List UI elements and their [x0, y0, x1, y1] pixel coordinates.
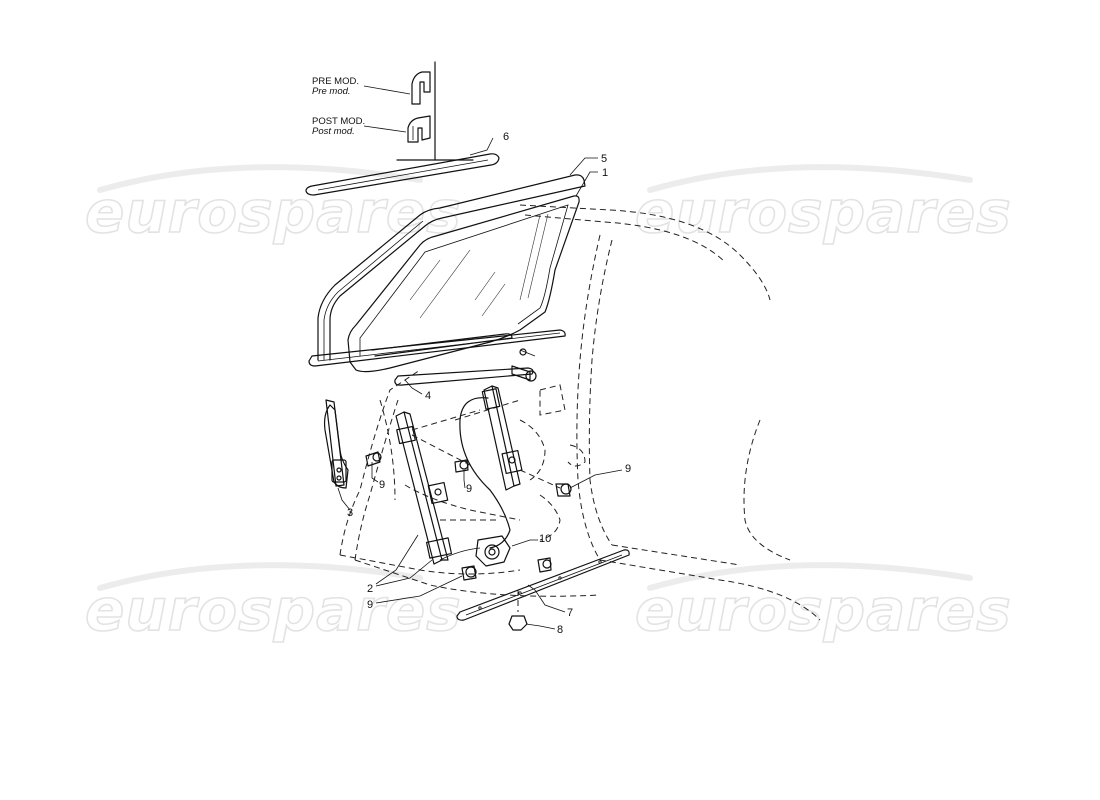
pre-mod-sublabel: Pre mod. — [312, 86, 351, 97]
callout-9-mid: 9 — [466, 483, 472, 495]
callout-6: 6 — [503, 131, 509, 143]
watermark-bottom-left: eurospares — [84, 562, 462, 645]
bolt-9-mid — [454, 459, 469, 473]
watermark-top-left: eurospares — [84, 164, 462, 247]
callout-10: 10 — [539, 533, 551, 545]
callout-1: 1 — [602, 167, 608, 179]
part-3-front-bracket — [323, 399, 349, 489]
mod-legend: PRE MOD. Pre mod. POST MOD. Post mod. — [312, 61, 474, 161]
part-5-window-channel — [317, 174, 586, 361]
callout-9-bottom: 9 — [367, 599, 373, 611]
bolt-9-bottom — [461, 565, 477, 581]
watermark-bottom-right: eurospares — [634, 562, 1012, 645]
bolt-10 — [537, 557, 552, 573]
post-mod-profile-icon — [407, 115, 431, 143]
leader-lines — [337, 137, 623, 630]
watermark-top-right: eurospares — [634, 164, 1012, 247]
part-4-belt-strip — [308, 329, 566, 386]
post-mod-sublabel: Post mod. — [312, 126, 355, 137]
bolt-top — [511, 365, 537, 382]
callout-8: 8 — [557, 624, 563, 636]
bolt-9-right — [555, 483, 572, 497]
svg-text:eurospares: eurospares — [85, 576, 462, 644]
callout-3: 3 — [347, 507, 353, 519]
svg-text:eurospares: eurospares — [635, 576, 1012, 644]
part-1-window-glass — [347, 195, 580, 373]
pre-mod-profile-icon — [411, 71, 431, 105]
regulator-motor — [475, 535, 511, 567]
svg-text:eurospares: eurospares — [85, 178, 462, 246]
callout-7: 7 — [567, 607, 573, 619]
callout-4: 4 — [425, 390, 431, 402]
post-mod-label: POST MOD. — [312, 116, 365, 127]
part-8-nut — [508, 590, 528, 631]
part-6-upper-seal — [305, 153, 500, 196]
part-2-window-regulator — [395, 385, 561, 567]
callout-2: 2 — [367, 583, 373, 595]
callout-9-right: 9 — [625, 463, 631, 475]
callout-9-left: 9 — [379, 479, 385, 491]
svg-text:eurospares: eurospares — [635, 178, 1012, 246]
bolt-9-left — [365, 451, 382, 467]
door-shell-outline — [339, 204, 821, 621]
callout-5: 5 — [601, 153, 607, 165]
part-7-sill-strip — [456, 549, 630, 621]
pre-mod-label: PRE MOD. — [312, 76, 359, 87]
